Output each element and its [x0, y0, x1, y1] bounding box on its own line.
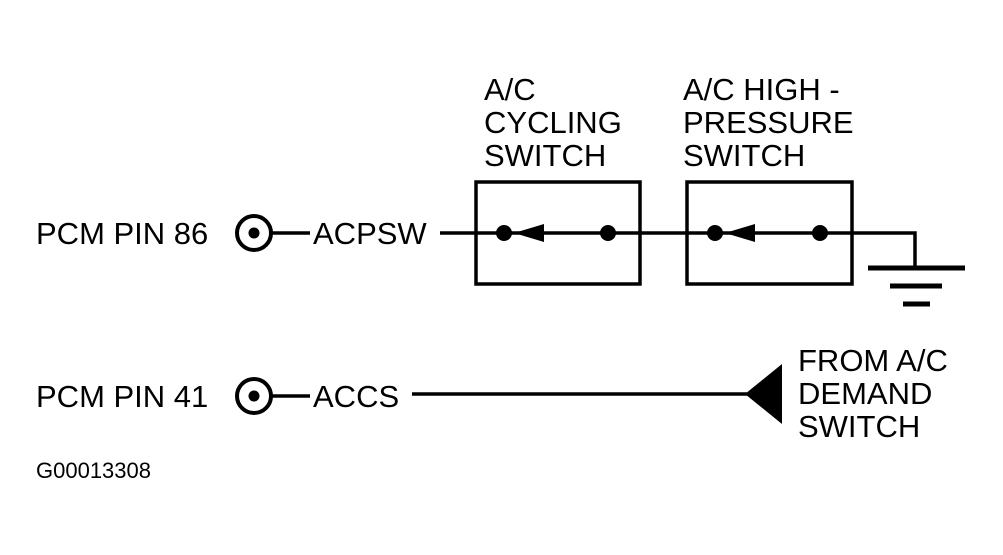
- cycling-switch-label-line-1: A/C: [484, 72, 536, 107]
- demand-source-label-line-2: DEMAND: [798, 376, 932, 411]
- connector-pin-icon: [235, 377, 273, 415]
- pressure-switch-terminal-left: [707, 225, 723, 241]
- figure-id: G00013308: [36, 458, 151, 483]
- signal-arrow-icon: [745, 364, 782, 424]
- demand-switch-source: FROM A/C DEMAND SWITCH: [798, 343, 948, 444]
- demand-source-label-line-3: SWITCH: [798, 409, 920, 444]
- ground-icon: [820, 231, 965, 307]
- demand-source-label-line-1: FROM A/C: [798, 343, 948, 378]
- pcm-pin-86-label: PCM PIN 86: [36, 216, 208, 251]
- cycling-switch-arrow-icon: [514, 224, 544, 242]
- cycling-switch-label-line-3: SWITCH: [484, 138, 606, 173]
- cycling-switch-terminal-left: [496, 225, 512, 241]
- pcm-pin-41-group: PCM PIN 41 ACCS: [36, 364, 782, 424]
- pcm-pin-41-label: PCM PIN 41: [36, 379, 208, 414]
- pressure-switch-arrow-icon: [725, 224, 755, 242]
- pressure-switch-label-line-1: A/C HIGH -: [683, 72, 840, 107]
- pressure-switch-label-line-3: SWITCH: [683, 138, 805, 173]
- cycling-switch-label-line-2: CYCLING: [484, 105, 622, 140]
- pcm-pin-86-group: PCM PIN 86 ACPSW: [36, 214, 504, 252]
- ac-high-pressure-switch: A/C HIGH - PRESSURE SWITCH: [683, 72, 854, 286]
- connector-pin-icon: [235, 214, 273, 252]
- ac-cycling-switch: A/C CYCLING SWITCH: [474, 72, 642, 286]
- pressure-switch-label-line-2: PRESSURE: [683, 105, 854, 140]
- accs-circuit-label: ACCS: [313, 379, 399, 414]
- acpsw-circuit-label: ACPSW: [313, 216, 427, 251]
